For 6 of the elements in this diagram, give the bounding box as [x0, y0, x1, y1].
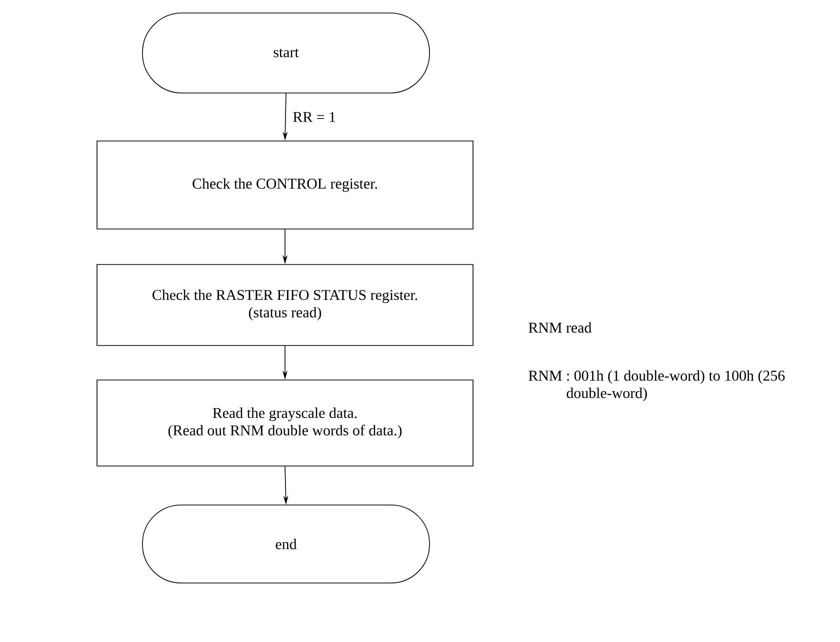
process-box: Check the CONTROL register.	[96, 140, 474, 230]
note-text: RNM read	[528, 322, 592, 333]
note-text: RNM : 001h (1 double-word) to 100h (256 double-word)	[528, 370, 785, 402]
process-box: Read the grayscale data. (Read out RNM double words of data.)	[96, 380, 474, 466]
edge-label: RR = 1	[293, 112, 336, 122]
process-box: Check the RASTER FIFO STATUS register. (status read)	[96, 264, 474, 346]
